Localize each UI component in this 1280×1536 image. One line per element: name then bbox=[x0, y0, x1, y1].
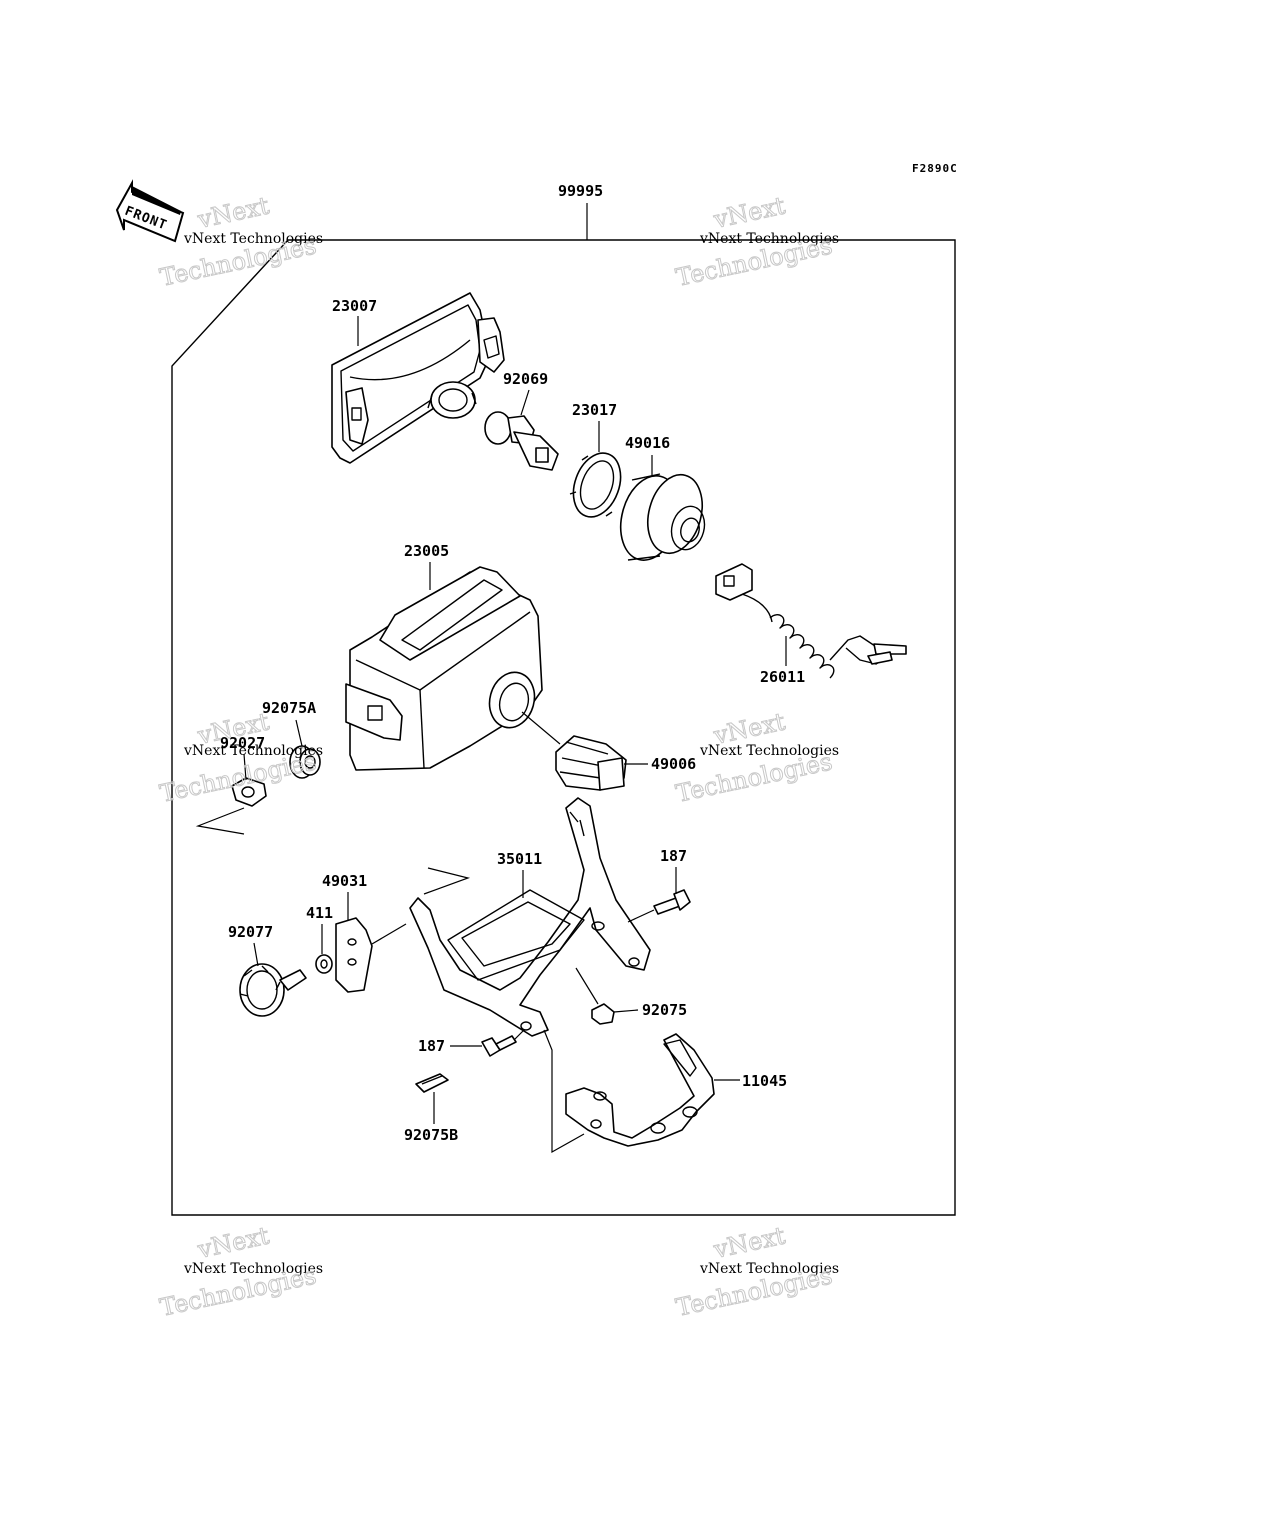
kit-frame bbox=[171, 239, 956, 1216]
svg-text:vNext Technologies: vNext Technologies bbox=[699, 1261, 839, 1277]
label-411: 411 bbox=[306, 904, 333, 922]
svg-text:vNext Technologies: vNext Technologies bbox=[699, 743, 839, 759]
label-92075B: 92075B bbox=[404, 1126, 458, 1144]
label-92027: 92027 bbox=[220, 734, 265, 752]
part-92069-bulb bbox=[484, 411, 559, 471]
svg-text:vNext: vNext bbox=[194, 1221, 272, 1264]
svg-text:vNext: vNext bbox=[710, 1221, 788, 1264]
svg-text:vNext Technologies: vNext Technologies bbox=[183, 743, 323, 759]
part-92075-nut bbox=[591, 1003, 615, 1025]
label-11045: 11045 bbox=[742, 1072, 787, 1090]
label-49006: 49006 bbox=[651, 755, 696, 773]
svg-text:vNext Technologies: vNext Technologies bbox=[183, 1261, 323, 1277]
label-92075A: 92075A bbox=[262, 699, 316, 717]
label-99995: 99995 bbox=[558, 182, 603, 200]
watermark-top-right: vNext vNext Technologies Technologies bbox=[673, 191, 839, 292]
label-23017: 23017 bbox=[572, 401, 617, 419]
label-35011: 35011 bbox=[497, 850, 542, 868]
label-92077: 92077 bbox=[228, 923, 273, 941]
part-23005-headlight-case bbox=[345, 566, 543, 771]
svg-text:vNext Technologies: vNext Technologies bbox=[183, 231, 323, 247]
watermark-bottom-right: vNext vNext Technologies Technologies bbox=[673, 1221, 839, 1322]
svg-text:vNext Technologies: vNext Technologies bbox=[699, 231, 839, 247]
part-11045-bracket bbox=[565, 1033, 715, 1147]
label-92075: 92075 bbox=[642, 1001, 687, 1019]
label-187-lower: 187 bbox=[418, 1037, 445, 1055]
watermark-bottom-left: vNext vNext Technologies Technologies bbox=[157, 1221, 323, 1322]
part-49016-dust-boot bbox=[619, 473, 706, 561]
part-187-bolt-upper bbox=[653, 889, 691, 915]
label-49031: 49031 bbox=[322, 872, 367, 890]
part-92077-knob bbox=[239, 963, 307, 1017]
label-187-upper: 187 bbox=[660, 847, 687, 865]
svg-text:vNext: vNext bbox=[710, 191, 788, 234]
watermark-mid-right: vNext vNext Technologies Technologies bbox=[673, 707, 839, 808]
watermark-top-left: vNext vNext Technologies Technologies bbox=[157, 191, 323, 292]
part-187-bolt-lower bbox=[481, 1035, 517, 1057]
label-26011: 26011 bbox=[760, 668, 805, 686]
label-49016: 49016 bbox=[625, 434, 670, 452]
label-23007: 23007 bbox=[332, 297, 377, 315]
figure-code: F2890C bbox=[912, 162, 958, 175]
part-23017-retaining-ring bbox=[569, 452, 622, 518]
part-411-washer bbox=[315, 954, 333, 974]
part-26011-wire-harness bbox=[715, 563, 907, 679]
part-35011-mounting-bracket bbox=[409, 797, 651, 1037]
part-92075B-clip bbox=[415, 1073, 449, 1093]
front-arrow-icon: FRONT bbox=[115, 179, 185, 243]
part-49031-plate bbox=[335, 917, 373, 993]
svg-text:vNext: vNext bbox=[194, 191, 272, 234]
part-23007-headlight-rim bbox=[331, 292, 505, 464]
label-23005: 23005 bbox=[404, 542, 449, 560]
label-92069: 92069 bbox=[503, 370, 548, 388]
part-49006-rubber-boot bbox=[555, 735, 627, 791]
